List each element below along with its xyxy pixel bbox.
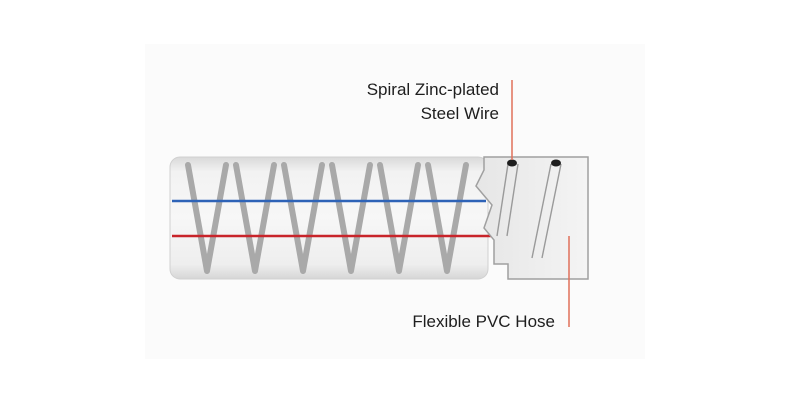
wire-label-line2: Steel Wire: [420, 104, 499, 123]
wire-label: Spiral Zinc-plated Steel Wire: [367, 78, 499, 126]
wire-end-dot-2: [551, 159, 561, 167]
wire-end-dot-1: [507, 159, 517, 167]
hose-cross-section: [475, 156, 589, 280]
wire-cross-sections: [496, 163, 562, 259]
wire-label-line1: Spiral Zinc-plated: [366, 80, 499, 99]
hose-label: Flexible PVC Hose: [412, 312, 555, 331]
